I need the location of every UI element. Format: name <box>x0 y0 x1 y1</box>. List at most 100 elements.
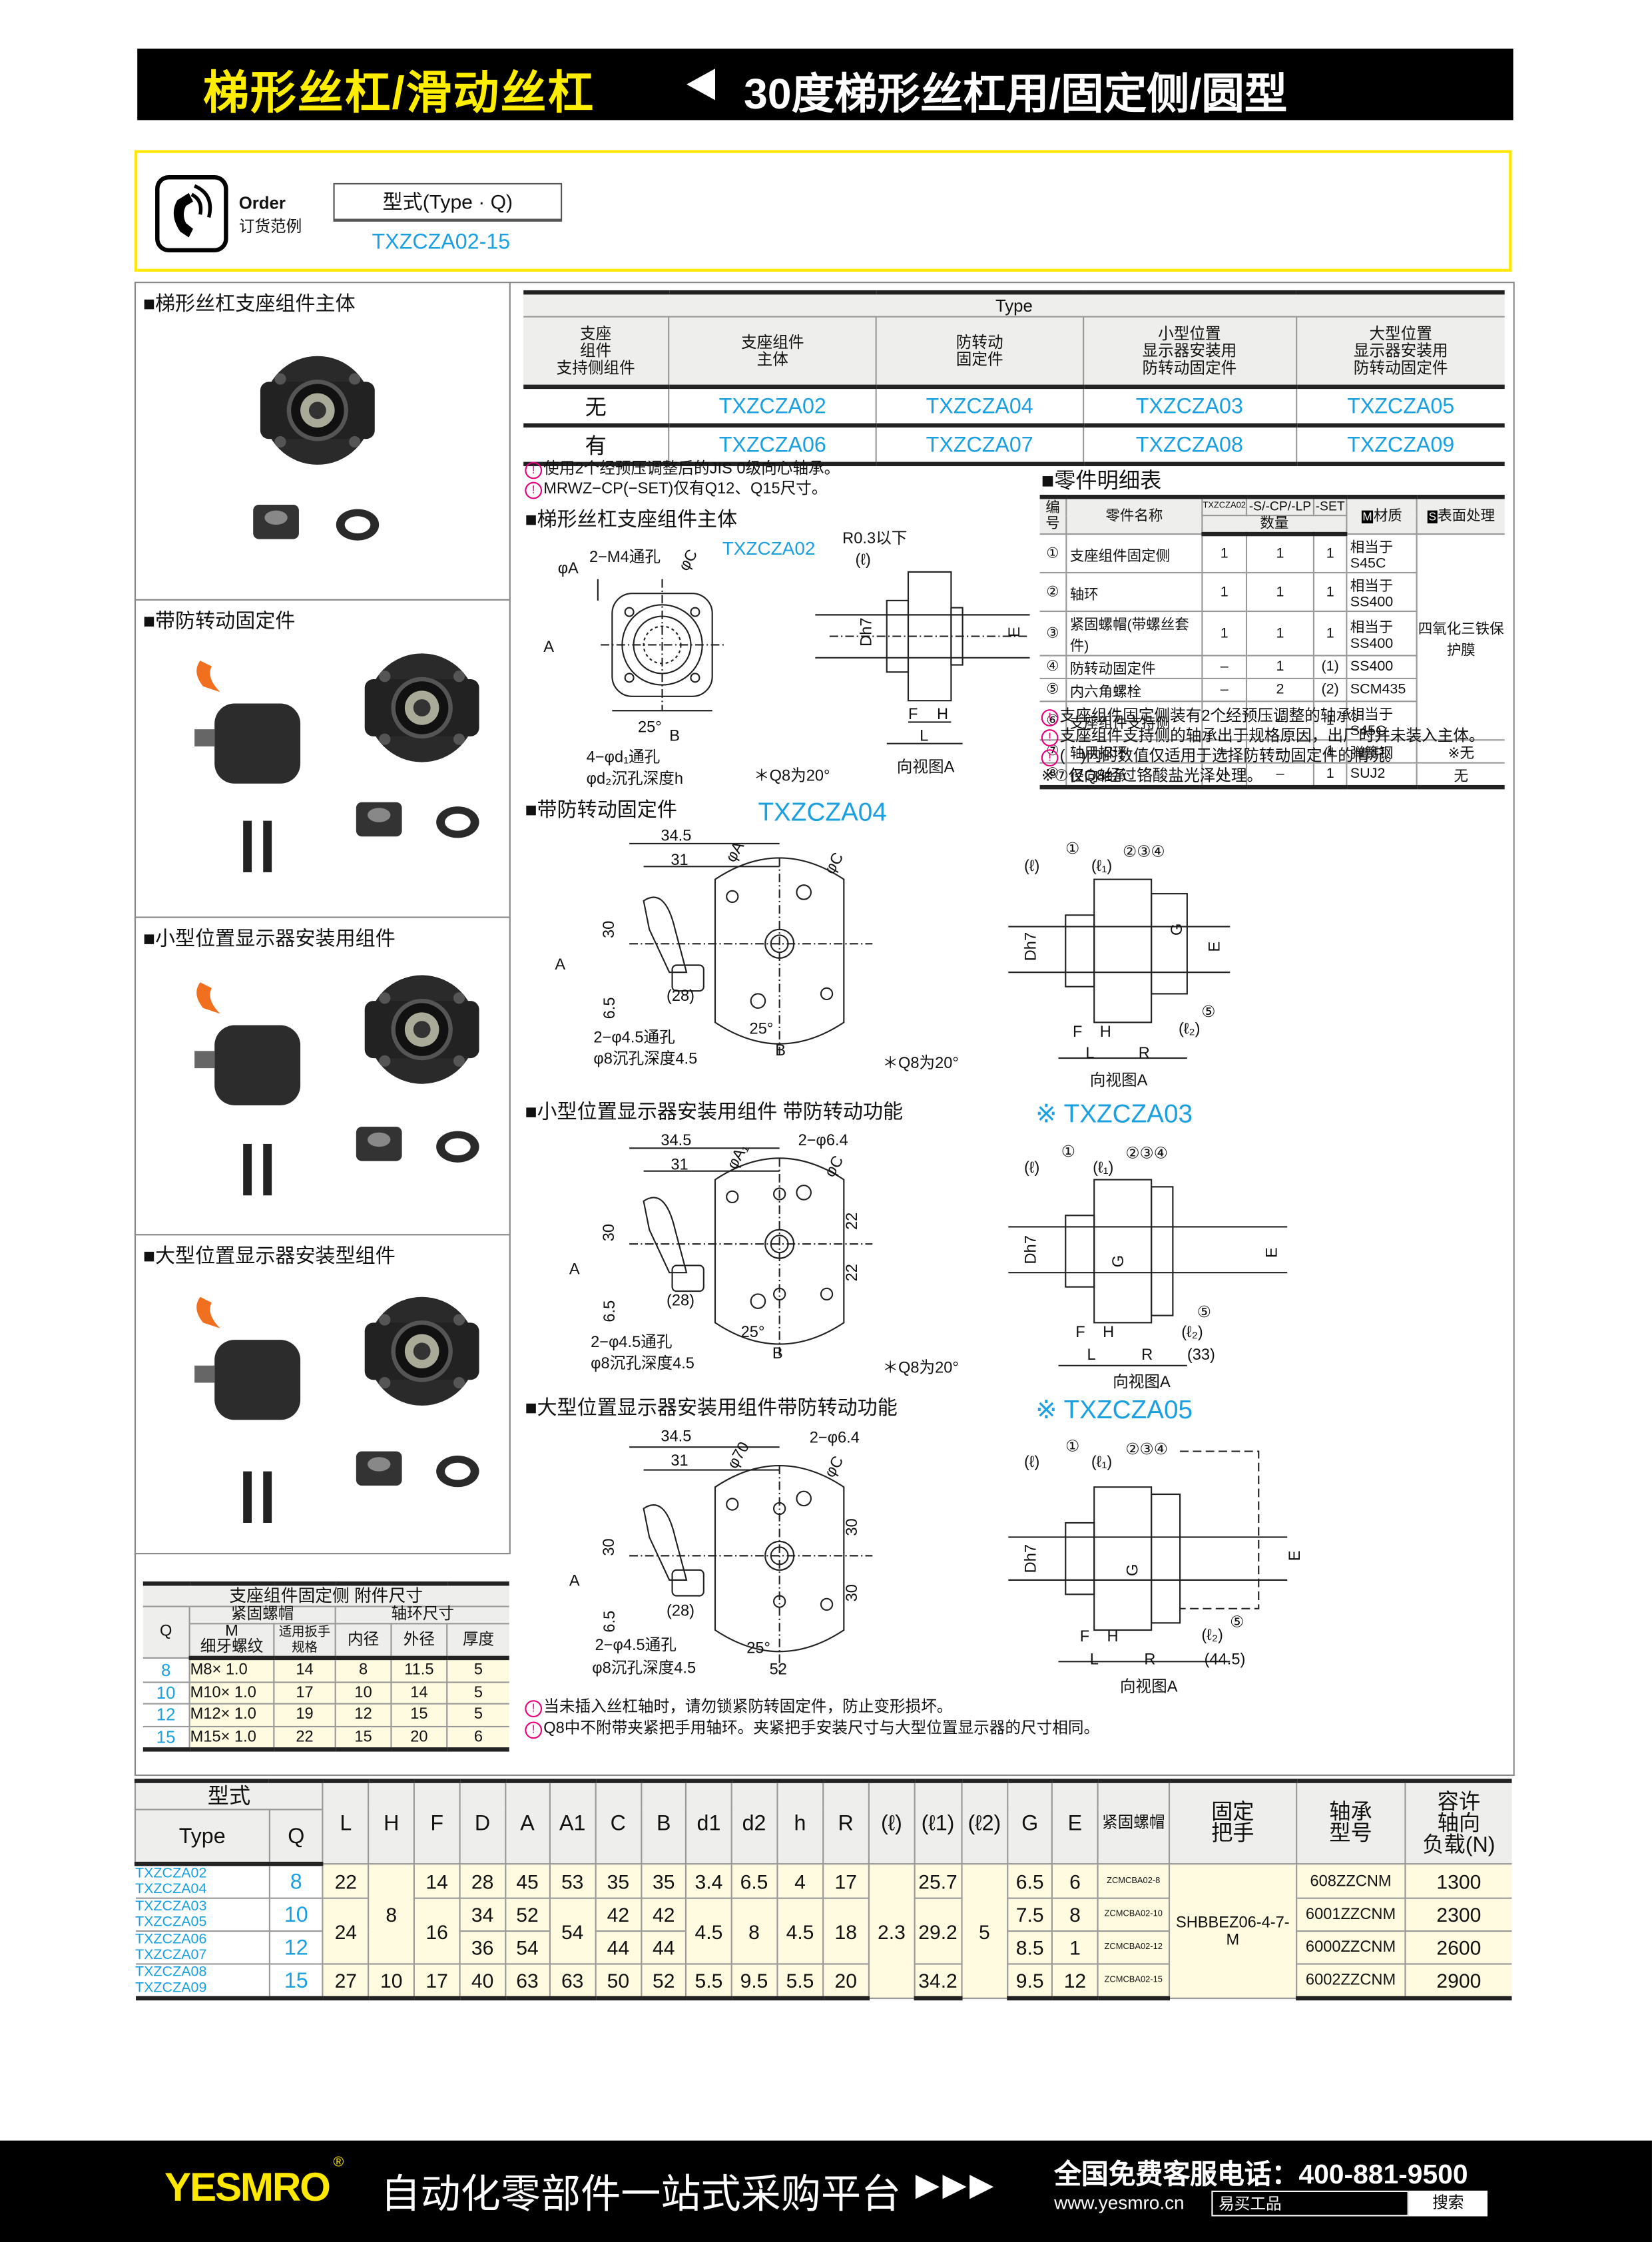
order-example-box: Order 订货范例 型式(Type · Q) TXZCZA02-15 <box>134 150 1512 272</box>
type-names[interactable]: TXZCZA08 TXZCZA09 <box>135 1963 270 2001</box>
dim-cell: 10 <box>368 1963 415 2001</box>
col-header: d1 <box>685 1779 732 1865</box>
col-header: 固定 把手 <box>1168 1779 1297 1865</box>
drawing-model-link[interactable]: TXZCZA04 <box>758 798 887 827</box>
type-link[interactable]: TXZCZA07 <box>876 425 1083 467</box>
part-number: ① <box>1039 533 1067 574</box>
section-title: ■小型位置显示器安装用组件 <box>142 926 396 950</box>
note-text: 支座组件支持侧的轴承出于规格原因，出厂时并未装入主体。 <box>1059 728 1485 745</box>
part-material: 相当于S45C <box>1346 533 1418 574</box>
callout-label: ① <box>1065 1438 1080 1456</box>
order-label: Order <box>238 192 286 213</box>
dim-label: F <box>908 706 918 724</box>
col-header: B <box>640 1779 688 1865</box>
dim-label: φ8沉孔深度4.5 <box>593 1051 698 1069</box>
dim-cell: 1 <box>1051 1930 1099 1965</box>
dim-cell: ZCMCBA02-10 <box>1097 1897 1170 1932</box>
callout-label: ②③④ <box>1125 1441 1169 1459</box>
page-title: 30度梯形丝杠用/固定侧/圆型 <box>743 71 1288 119</box>
order-example-code[interactable]: TXZCZA02-15 <box>372 230 511 255</box>
dim-cell: 8 <box>1051 1897 1099 1932</box>
left-arrow-icon <box>687 69 715 101</box>
q-value[interactable]: 12 <box>268 1930 324 1965</box>
q-value[interactable]: 15 <box>268 1963 324 2001</box>
type-link[interactable]: TXZCZA03 <box>1082 386 1296 428</box>
part-quantity: 1 <box>1245 610 1315 657</box>
dim-cell: 44 <box>640 1930 688 1965</box>
col-header: 紧固螺帽 <box>1097 1779 1170 1865</box>
main-panel <box>134 282 1515 1777</box>
dim-cell: 6000ZZCNM <box>1295 1930 1406 1965</box>
note-text: ( )内的数值仅适用于选择防转动固定件的情况。 <box>1059 748 1401 765</box>
dim-label: E <box>1286 1550 1304 1561</box>
part-name: 紧固螺帽(带螺丝套件) <box>1065 610 1203 657</box>
part-quantity: – <box>1201 701 1248 741</box>
type-link[interactable]: TXZCZA02 <box>668 386 877 428</box>
dim-cell: 8.5 <box>1007 1930 1053 1965</box>
dim-cell: 29.2 <box>914 1897 962 1965</box>
part-material: SCM435 <box>1346 677 1417 702</box>
dim-cell: 17 <box>413 1963 461 2001</box>
dim-cell: 8 <box>368 1863 415 1965</box>
col-header: F <box>413 1779 461 1865</box>
part-quantity: – <box>1201 655 1248 680</box>
dim-label: 30 <box>844 1584 862 1602</box>
warning-icon: ! <box>525 1721 543 1739</box>
dim-cell: ZCMCBA02-8 <box>1097 1863 1170 1899</box>
dim-label: 6.5 <box>601 1610 619 1633</box>
type-link[interactable]: TXZCZA08 <box>1082 425 1296 467</box>
dim-label: (ℓ₁) <box>1093 1159 1114 1177</box>
part-quantity: 1 <box>1245 571 1315 613</box>
dim-cell: 2900 <box>1404 1963 1512 2001</box>
footer-banner: YESMRO ® 自动化零部件一站式采购平台 ▶▶▶ 全国免费客服电话：400-… <box>0 2140 1652 2242</box>
cell: 14 <box>390 1681 448 1705</box>
dim-cell: 5.5 <box>685 1963 732 2001</box>
phone-icon <box>155 175 228 253</box>
search-input[interactable]: 易买工品 <box>1211 2190 1409 2217</box>
dim-label: (28) <box>666 1603 694 1621</box>
search-button[interactable]: 搜索 <box>1408 2190 1488 2217</box>
col-header: R <box>822 1779 870 1865</box>
part-quantity: 1 <box>1201 571 1248 613</box>
website-link[interactable]: www.yesmro.cn <box>1054 2191 1185 2214</box>
type-link[interactable]: TXZCZA06 <box>668 425 877 467</box>
dim-cell: 53 <box>549 1863 597 1899</box>
type-link[interactable]: TXZCZA09 <box>1295 425 1505 467</box>
type-link[interactable]: TXZCZA04 <box>876 386 1083 428</box>
dim-label: F <box>1075 1324 1085 1342</box>
dim-cell: 42 <box>640 1897 688 1932</box>
drawing-model-link[interactable]: ※ TXZCZA03 <box>1035 1099 1193 1129</box>
type-names[interactable]: TXZCZA03 TXZCZA05 <box>135 1897 270 1932</box>
cell: 17 <box>273 1681 336 1705</box>
dim-label: 向视图A <box>896 759 955 777</box>
cell: 6 <box>446 1725 509 1752</box>
part-quantity: – <box>1201 762 1248 790</box>
cell: 11.5 <box>390 1657 448 1683</box>
dim-cell: 42 <box>595 1897 642 1932</box>
col-header: 容许 轴向 负载(N) <box>1404 1779 1512 1865</box>
dim-label: 52 <box>769 1661 787 1679</box>
dim-label: B <box>775 1042 786 1060</box>
group-header: 紧固螺帽 <box>188 1605 336 1625</box>
drawing-model-link[interactable]: ※ TXZCZA05 <box>1035 1395 1193 1424</box>
dim-cell: 52 <box>640 1963 688 2001</box>
product-photo-anti-rotation <box>194 653 479 872</box>
dim-label: 2−φ6.4 <box>798 1132 848 1150</box>
type-link[interactable]: TXZCZA05 <box>1295 386 1505 428</box>
category-title: 梯形丝杠/滑动丝杠 <box>203 67 595 119</box>
dim-cell: 36 <box>459 1930 506 1965</box>
q-value[interactable]: 8 <box>268 1863 324 1899</box>
part-name: 轴用扣环 <box>1065 739 1203 764</box>
dim-label: ＊Q8为20° <box>753 768 830 785</box>
surface-badge-icon: S <box>1427 509 1438 523</box>
dim-cell: 1300 <box>1404 1863 1512 1899</box>
q-value[interactable]: 10 <box>268 1897 324 1932</box>
surface-treatment: ※无 <box>1416 739 1505 764</box>
type-names[interactable]: TXZCZA06 TXZCZA07 <box>135 1930 270 1965</box>
dim-cell: 5 <box>960 1863 1009 2000</box>
type-names[interactable]: TXZCZA02 TXZCZA04 <box>135 1863 270 1899</box>
dim-label: B <box>669 728 681 745</box>
drawing-model-link[interactable]: TXZCZA02 <box>722 537 816 559</box>
